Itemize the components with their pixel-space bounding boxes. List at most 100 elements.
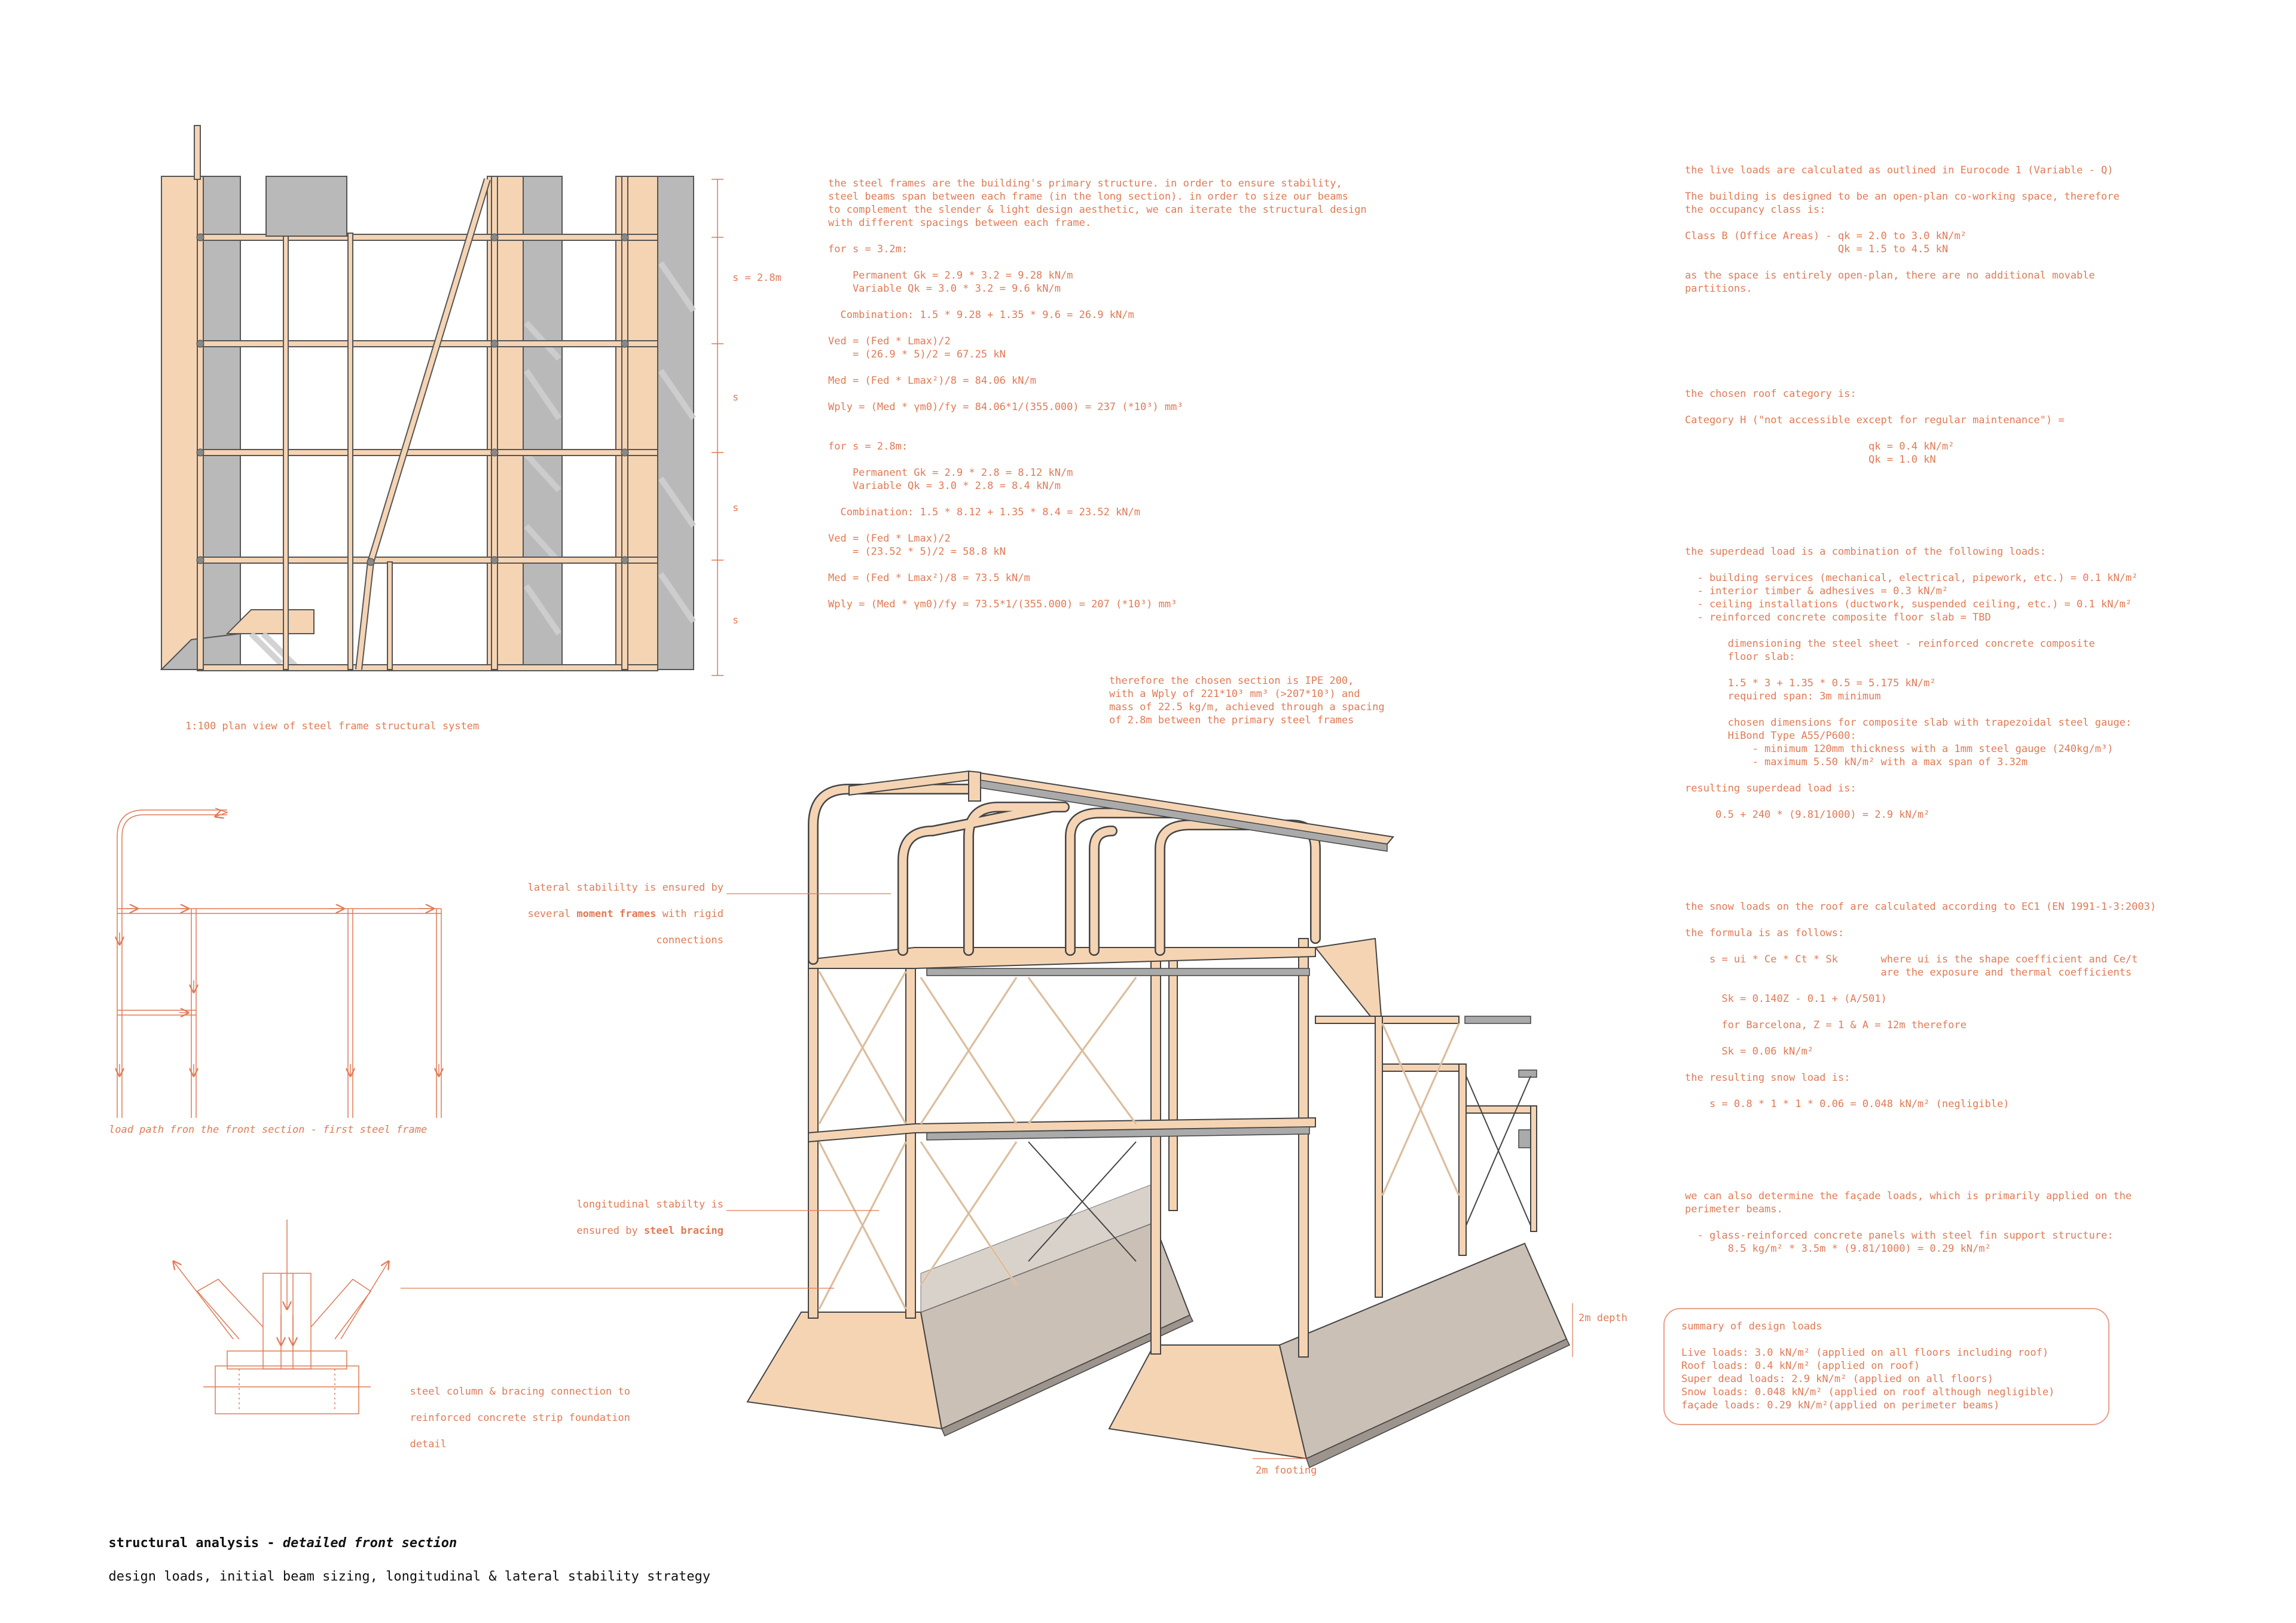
sizing-lines-line: steel beams span between each frame (in …	[828, 191, 1348, 203]
summary-items-line: façade loads: 0.29 kN/m²(applied on peri…	[1681, 1399, 2000, 1411]
sizing-lines-line: Permanent Gk = 2.9 * 3.2 = 9.28 kN/m	[828, 270, 1073, 282]
summary-heading: summary of design loads	[1681, 1321, 1822, 1332]
lateral-stability-note: lateral stabililty is ensured by several…	[527, 882, 723, 946]
loads-lines-line	[1685, 427, 2156, 440]
loads-lines-line: we can also determine the façade loads, …	[1685, 1190, 2132, 1202]
sizing-lines-line: Ved = (Fed * Lmax)/2	[828, 335, 951, 347]
loads-lines-line: the occupancy class is:	[1685, 204, 1826, 216]
sizing-lines-line	[828, 230, 1367, 243]
sizing-lines-line: Permanent Gk = 2.9 * 2.8 = 8.12 kN/m	[828, 467, 1073, 479]
loads-lines-line	[1685, 1137, 2156, 1150]
sizing-lines-line: = (23.52 * 5)/2 = 58.8 kN	[828, 546, 1006, 558]
loads-lines-line	[1685, 308, 2156, 322]
plan-wall-mid-shade	[523, 176, 563, 670]
load-path-frame	[117, 808, 441, 1118]
longitudinal-stability-note: longitudinal stabilty is ensured by stee…	[576, 1199, 723, 1237]
loads-lines-line	[1685, 913, 2156, 927]
sizing-lines-line: Wply = (Med * γm0)/fy = 84.06*1/(355.000…	[828, 401, 1183, 413]
sizing-lines-line: Wply = (Med * γm0)/fy = 73.5*1/(355.000)…	[828, 598, 1177, 610]
dim-s-2: s	[732, 392, 739, 404]
sizing-lines-line	[828, 519, 1367, 532]
loads-lines-line: - maximum 5.50 kN/m² with a max span of …	[1685, 756, 2028, 768]
loads-lines-line	[1685, 216, 2156, 230]
summary-items-line: Super dead loads: 2.9 kN/m² (applied on …	[1681, 1373, 1993, 1385]
loads-lines-line: are the exposure and thermal coefficient…	[1685, 967, 2132, 979]
loads-lines-line: the formula is as follows:	[1685, 927, 1845, 939]
loads-lines-line: - minimum 120mm thickness with a 1mm ste…	[1685, 743, 2114, 755]
sizing-lines-line: to complement the slender & light design…	[828, 204, 1367, 216]
summary-items-line: Live loads: 3.0 kN/m² (applied on all fl…	[1681, 1347, 2049, 1359]
loads-lines-line	[1685, 177, 2156, 190]
loads-lines-line	[1685, 335, 2156, 348]
summary-items: Live loads: 3.0 kN/m² (applied on all fl…	[1681, 1346, 2092, 1412]
sizing-lines-line: Med = (Fed * Lmax²)/8 = 73.5 kN/m	[828, 572, 1030, 584]
loads-lines-line	[1685, 1005, 2156, 1019]
sizing-conclusion-line: therefore the chosen section is IPE 200,	[1109, 675, 1354, 687]
connection-detail	[173, 1219, 389, 1414]
loads-lines-line	[1685, 848, 2156, 861]
loads-lines-line: - building services (mechanical, electri…	[1685, 572, 2138, 584]
sizing-lines-line: for s = 2.8m:	[828, 441, 908, 453]
loads-lines-line	[1685, 493, 2156, 506]
loads-lines-line: chosen dimensions for composite slab wit…	[1685, 717, 2132, 729]
loads-lines-line: Sk = 0.140Z - 0.1 + (A/501)	[1685, 993, 1887, 1005]
loads-lines-line: 8.5 kg/m² * 3.5m * (9.81/1000) = 0.29 kN…	[1685, 1243, 1991, 1255]
loads-lines-line	[1685, 479, 2156, 493]
loads-lines-line: s = ui * Ce * Ct * Sk where ui is the sh…	[1685, 953, 2138, 965]
leader-lines	[401, 893, 1573, 1459]
loads-lines-line: required span: 3m minimum	[1685, 690, 1881, 702]
loads-lines-line	[1685, 1163, 2156, 1176]
footing-label: 2m footing	[1256, 1465, 1317, 1477]
plan-caption: 1:100 plan view of steel frame structura…	[185, 720, 480, 732]
loads-lines-line	[1685, 821, 2156, 835]
loads-lines-line: the chosen roof category is:	[1685, 388, 1857, 400]
loads-lines-line	[1685, 624, 2156, 637]
axonometric-structure	[746, 770, 1571, 1469]
loads-lines-line: Category H ("not accessible except for r…	[1685, 414, 2065, 426]
loads-lines-line: dimensioning the steel sheet - reinforce…	[1685, 638, 2095, 650]
loads-lines-line: the resulting snow load is:	[1685, 1072, 1851, 1084]
loads-lines-line: floor slab:	[1685, 651, 1796, 663]
beam-sizing-text: the steel frames are the building's prim…	[828, 177, 1367, 611]
loads-lines-line: Class B (Office Areas) - qk = 2.0 to 3.0…	[1685, 230, 1967, 242]
connection-caption: steel column & bracing connection to rei…	[410, 1386, 630, 1450]
depth-label: 2m depth	[1578, 1312, 1628, 1324]
sizing-lines-line: Med = (Fed * Lmax²)/8 = 84.06 kN/m	[828, 375, 1036, 387]
loads-lines-line: 1.5 * 3 + 1.35 * 0.5 = 5.175 kN/m²	[1685, 677, 1936, 689]
loads-lines-line	[1685, 835, 2156, 848]
loads-lines-line: - interior timber & adhesives = 0.3 kN/m…	[1685, 585, 1949, 597]
plan-view	[160, 125, 723, 676]
section-conclusion: therefore the chosen section is IPE 200,…	[1109, 674, 1385, 727]
sizing-conclusion-line: of 2.8m between the primary steel frames	[1109, 714, 1354, 726]
sizing-lines-line: Variable Qk = 3.0 * 3.2 = 9.6 kN/m	[828, 283, 1061, 295]
sizing-lines-line: the steel frames are the building's prim…	[828, 178, 1342, 189]
loads-lines-line: - ceiling installations (ductwork, suspe…	[1685, 598, 2132, 610]
sizing-lines-line: = (26.9 * 5)/2 = 67.25 kN	[828, 349, 1006, 360]
sizing-lines-line	[828, 427, 1367, 440]
loads-lines-line: perimeter beams.	[1685, 1203, 1783, 1215]
dim-s-3: s	[732, 502, 739, 514]
loads-lines-line	[1685, 1032, 2156, 1045]
loads-lines-line: 0.5 + 240 * (9.81/1000) = 2.9 kN/m²	[1685, 809, 1930, 821]
loads-lines-line: the superdead load is a combination of t…	[1685, 546, 2046, 558]
sizing-lines-line	[828, 414, 1367, 427]
loads-lines-line	[1685, 887, 2156, 900]
loads-lines-line	[1685, 1111, 2156, 1124]
dim-s-1: s = 2.8m	[732, 272, 781, 284]
loads-lines-line: - reinforced concrete composite floor sl…	[1685, 612, 1991, 623]
sizing-lines-line	[828, 453, 1367, 466]
loads-lines-line	[1685, 940, 2156, 953]
summary-box: summary of design loads Live loads: 3.0 …	[1663, 1308, 2109, 1425]
load-path-caption: load path fron the front section - first…	[109, 1124, 428, 1136]
sizing-lines-line	[828, 322, 1367, 335]
loads-lines-line	[1685, 256, 2156, 269]
loads-lines-line	[1685, 769, 2156, 782]
sizing-conclusion-line: mass of 22.5 kg/m, achieved through a sp…	[1109, 701, 1385, 713]
loads-lines-line	[1685, 466, 2156, 479]
loads-lines-line	[1685, 979, 2156, 992]
sizing-lines-line: Combination: 1.5 * 8.12 + 1.35 * 8.4 = 2…	[828, 506, 1140, 518]
summary-items-line: Roof loads: 0.4 kN/m² (applied on roof)	[1681, 1360, 1921, 1372]
loads-lines-line	[1685, 1058, 2156, 1071]
loads-lines-line	[1685, 348, 2156, 361]
